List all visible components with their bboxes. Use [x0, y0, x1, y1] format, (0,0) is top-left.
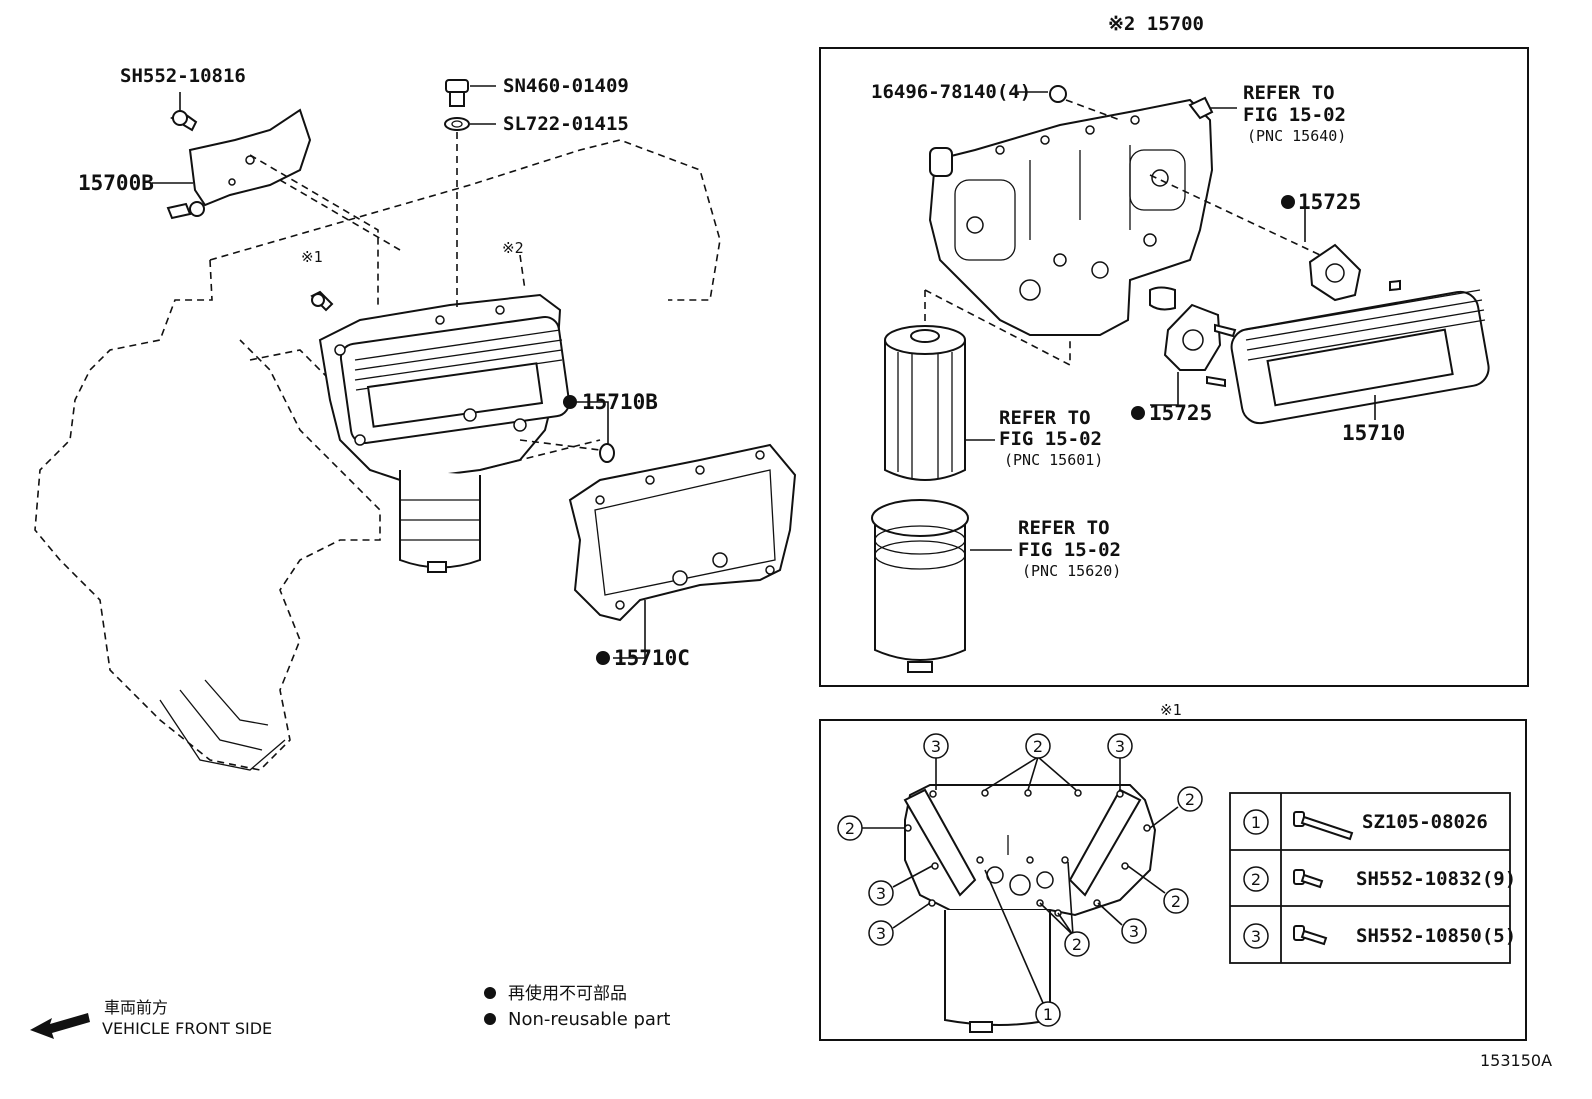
refer-2-line-2: FIG 15-02 — [999, 428, 1102, 450]
callout-bolt-2: 2 — [1171, 892, 1181, 911]
label-sh552-10816: SH552-10816 — [120, 65, 246, 87]
legend-row-1-part: SZ105-08026 — [1362, 811, 1488, 833]
front-direction-arrow-icon — [30, 1013, 90, 1039]
legend-row-3-num: 3 — [1251, 927, 1261, 946]
legend-row-3-part: SH552-10850(5) — [1356, 925, 1516, 947]
non-reusable-dot-icon — [484, 1013, 496, 1025]
gasket-15725-b — [1163, 303, 1222, 371]
label-15725-b: 15725 — [1149, 401, 1212, 425]
refer-2-line-1: REFER TO — [999, 407, 1091, 429]
callout-bolt-3: 3 — [1115, 737, 1125, 756]
bolt-box-header: ※1 — [1160, 701, 1182, 719]
left-leaders — [152, 85, 646, 659]
callout-bolt-2: 2 — [1072, 935, 1082, 954]
oil-cooler-assembly-left — [310, 290, 571, 573]
callout-bolt-2: 2 — [1033, 737, 1043, 756]
label-16496-78140: 16496-78140(4) — [871, 81, 1031, 103]
callout-bolt-3: 3 — [1129, 922, 1139, 941]
label-15700b: 15700B — [78, 171, 154, 195]
legend-row-2-num: 2 — [1251, 870, 1261, 889]
label-15725-a: 15725 — [1298, 190, 1361, 214]
oil-filter-cap — [871, 499, 969, 673]
label-sl722-01415: SL722-01415 — [503, 113, 629, 135]
short-bolt-icon — [1293, 869, 1324, 889]
refer-1-line-1: REFER TO — [1243, 82, 1335, 104]
oil-filter-element — [884, 325, 966, 481]
assembly-box-frame — [819, 47, 1529, 687]
label-sn460-01409: SN460-01409 — [503, 75, 629, 97]
o-ring-15710b — [599, 443, 615, 463]
non-reusable-dot-icon — [563, 395, 577, 409]
medium-bolt-icon — [1293, 925, 1328, 946]
non-reusable-dot-icon — [596, 651, 610, 665]
long-bolt-icon — [1293, 811, 1354, 841]
refer-3-line-3: (PNC 15620) — [1022, 562, 1121, 580]
bolt-legend-table: 1 SZ105-08026 2 SH552-10832(9) 3 SH552-1… — [1229, 792, 1516, 964]
label-mark-2: ※2 — [502, 239, 524, 257]
callout-bolt-3: 3 — [876, 884, 886, 903]
label-mark-1: ※1 — [301, 248, 323, 266]
refer-1-line-2: FIG 15-02 — [1243, 104, 1346, 126]
callout-bolt-3: 3 — [931, 737, 941, 756]
refer-3-line-2: FIG 15-02 — [1018, 539, 1121, 561]
callout-bolt-2: 2 — [845, 819, 855, 838]
direction-label-jp: 車両前方 — [104, 998, 168, 1017]
non-reusable-dot-icon — [1131, 406, 1145, 420]
refer-3-line-1: REFER TO — [1018, 517, 1110, 539]
bolt-callout-leaders — [862, 756, 1179, 1004]
callout-bolt-1: 1 — [1043, 1005, 1053, 1024]
callout-bolt-2: 2 — [1185, 790, 1195, 809]
bolt-number-callouts: 3 2 3 2 2 3 2 3 3 2 1 — [837, 733, 1203, 1027]
bolt-pattern-drawing — [903, 784, 1157, 1033]
label-15710: 15710 — [1342, 421, 1405, 445]
label-15710b: 15710B — [582, 390, 658, 414]
drain-plug-parts — [444, 79, 470, 131]
legend-row-1-num: 1 — [1251, 813, 1261, 832]
refer-2-line-3: (PNC 15601) — [1004, 451, 1103, 469]
refer-1-line-3: (PNC 15640) — [1247, 127, 1346, 145]
label-15710c: 15710C — [614, 646, 690, 670]
non-reusable-dot-icon — [1281, 195, 1295, 209]
legend-row-2-part: SH552-10832(9) — [1356, 868, 1516, 890]
callout-bolt-3: 3 — [876, 924, 886, 943]
gasket-15725-a — [1308, 243, 1362, 302]
assembly-leaders — [924, 91, 1376, 551]
housing-drawing — [928, 85, 1214, 336]
oil-cooler-15710 — [1206, 279, 1490, 425]
legend-non-reusable-jp: 再使用不可部品 — [508, 983, 627, 1004]
direction-label-en: VEHICLE FRONT SIDE — [102, 1019, 272, 1038]
gasket-15710c — [568, 443, 797, 622]
non-reusable-dot-icon — [484, 987, 496, 999]
legend-non-reusable-en: Non-reusable part — [508, 1009, 670, 1030]
figure-code: 153150A — [1480, 1051, 1552, 1070]
bolt-box-frame — [819, 719, 1527, 1041]
assembly-box-header: ※2 15700 — [1108, 13, 1204, 35]
bracket-15700b — [166, 108, 312, 220]
